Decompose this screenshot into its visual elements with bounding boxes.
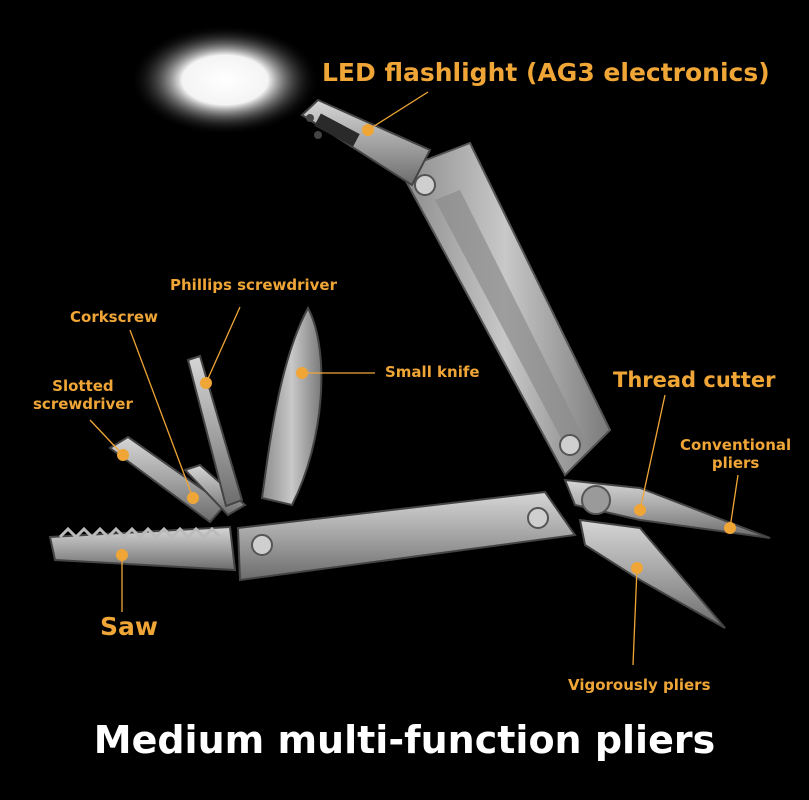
small-knife-tool: [260, 305, 323, 507]
upper-handle: [398, 141, 612, 477]
conventional-line-2: pliers: [711, 454, 760, 472]
plier-jaws: [563, 478, 771, 629]
slotted-screwdriver-label: Slotted screwdriver: [33, 377, 133, 413]
flashlight: [300, 98, 432, 187]
conventional-line-1: Conventional: [680, 436, 792, 454]
slotted-line-1: Slotted: [52, 377, 114, 395]
page-title: Medium multi-function pliers: [93, 718, 716, 762]
phillips-screwdriver-tool: [186, 354, 244, 508]
thread-cutter-label: Thread cutter: [613, 368, 776, 392]
led-flashlight-label: LED flashlight (AG3 electronics): [322, 58, 770, 87]
conventional-pliers-label: Conventional pliers: [680, 436, 791, 472]
slotted-line-2: screwdriver: [33, 395, 133, 413]
flashlight-glow: [130, 25, 320, 135]
corkscrew-label: Corkscrew: [70, 308, 158, 326]
callout-lines: [89, 91, 739, 666]
small-knife-label: Small knife: [385, 363, 480, 381]
vigorously-pliers-label: Vigorously pliers: [568, 676, 711, 694]
phillips-screwdriver-label: Phillips screwdriver: [170, 276, 337, 294]
saw-blade: [48, 525, 237, 572]
lower-handle: [236, 490, 577, 582]
callout-dots: [116, 124, 736, 574]
saw-label: Saw: [100, 612, 158, 641]
